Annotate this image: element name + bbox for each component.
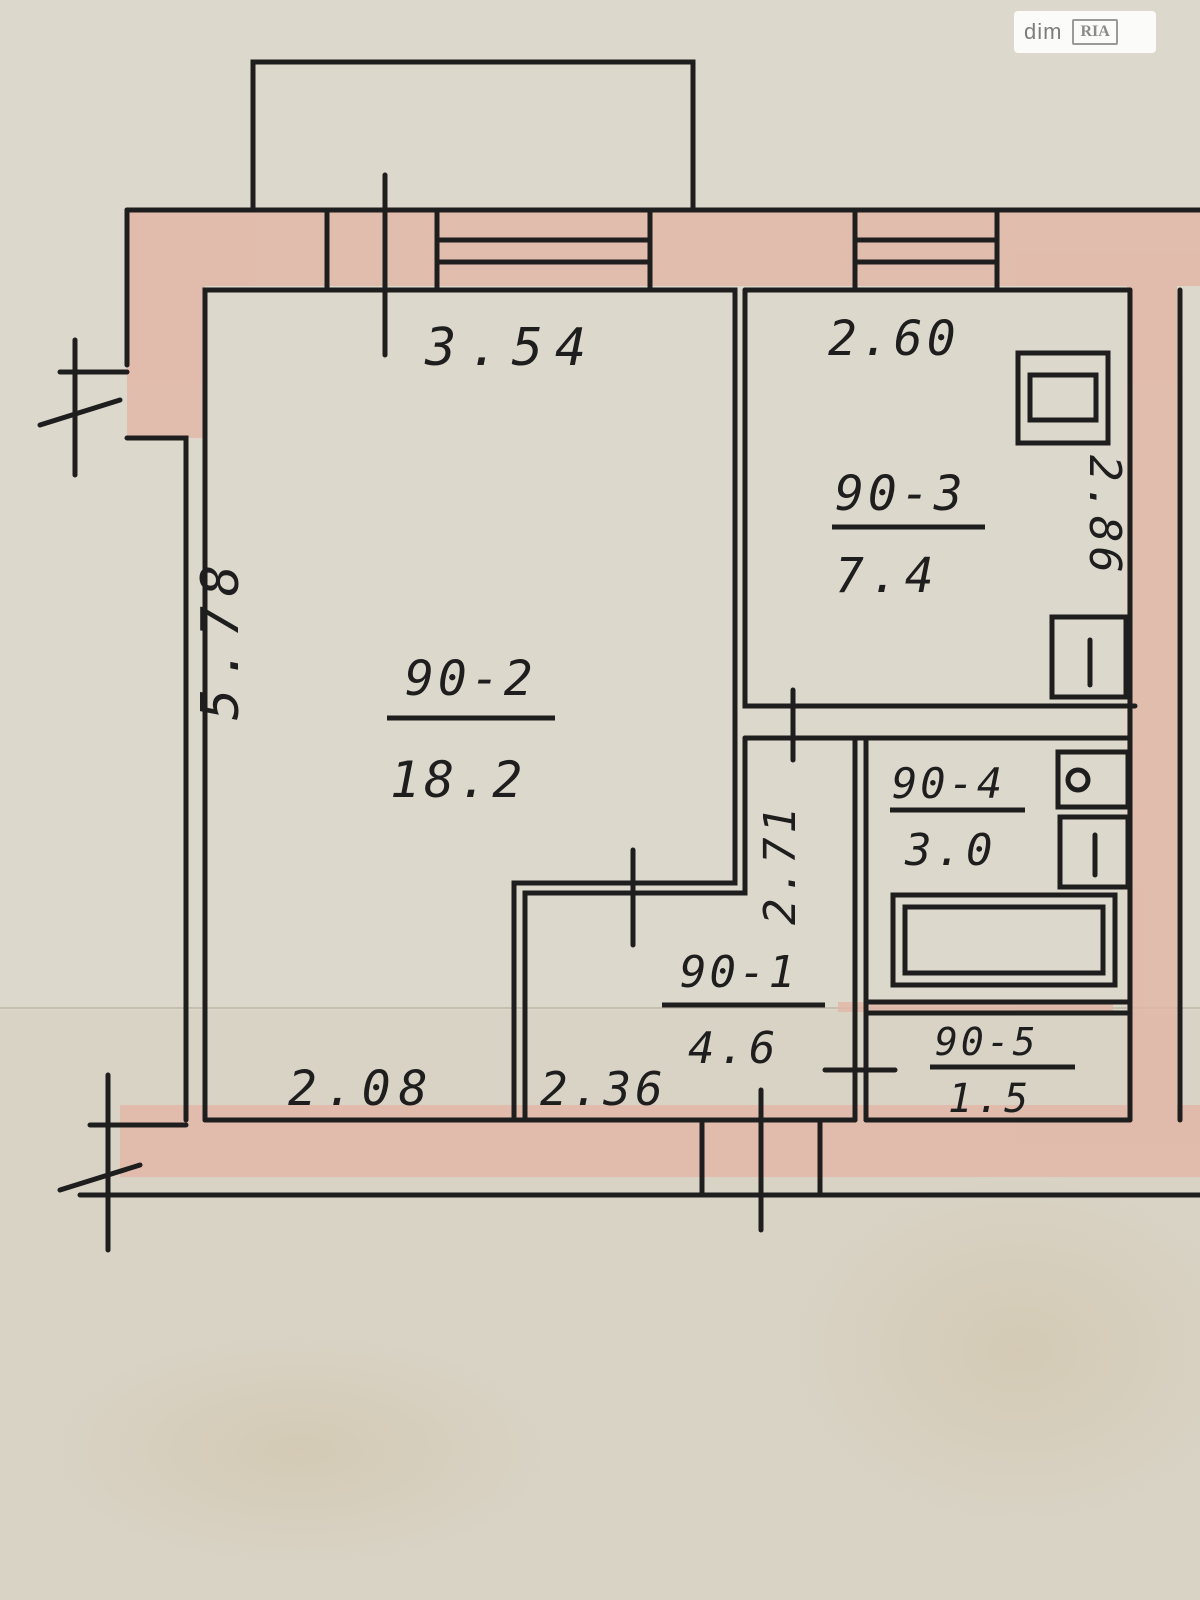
wall-fill — [120, 210, 1200, 1177]
room-id: 90-2 — [405, 651, 537, 707]
room-area: 3.0 — [904, 825, 996, 876]
room-area: 1.5 — [948, 1076, 1032, 1122]
watermark-mark: RIA — [1072, 19, 1118, 45]
dimension-bottom-left: 2.08 — [288, 1061, 436, 1117]
room-area: 18.2 — [390, 751, 526, 809]
watermark-logo: dim RIA — [1014, 11, 1156, 53]
room-90-4: 90-4 3.0 — [890, 759, 1025, 876]
dimension-corridor-length: 2.71 — [755, 803, 806, 925]
room-area: 7.4 — [835, 548, 940, 604]
dimension-living-length: 5.78 — [191, 555, 251, 720]
room-id: 90-4 — [892, 759, 1005, 808]
room-area: 4.6 — [688, 1023, 779, 1074]
dimension-kitchen-length: 2.86 — [1079, 455, 1130, 577]
room-90-1: 90-1 4.6 — [662, 947, 825, 1074]
room-90-5: 90-5 1.5 — [930, 1020, 1075, 1122]
watermark-brand: dim — [1024, 19, 1063, 44]
room-90-3: 90-3 7.4 — [832, 466, 985, 604]
dimension-living-width: 3.54 — [424, 318, 598, 378]
room-id: 90-5 — [935, 1020, 1039, 1064]
dimension-kitchen-width: 2.60 — [828, 311, 960, 367]
room-id: 90-1 — [680, 947, 798, 998]
room-90-2: 90-2 18.2 — [387, 651, 555, 809]
wall-lines — [37, 59, 1200, 1253]
dimension-bottom-mid: 2.36 — [540, 1062, 667, 1116]
room-id: 90-3 — [835, 466, 967, 522]
